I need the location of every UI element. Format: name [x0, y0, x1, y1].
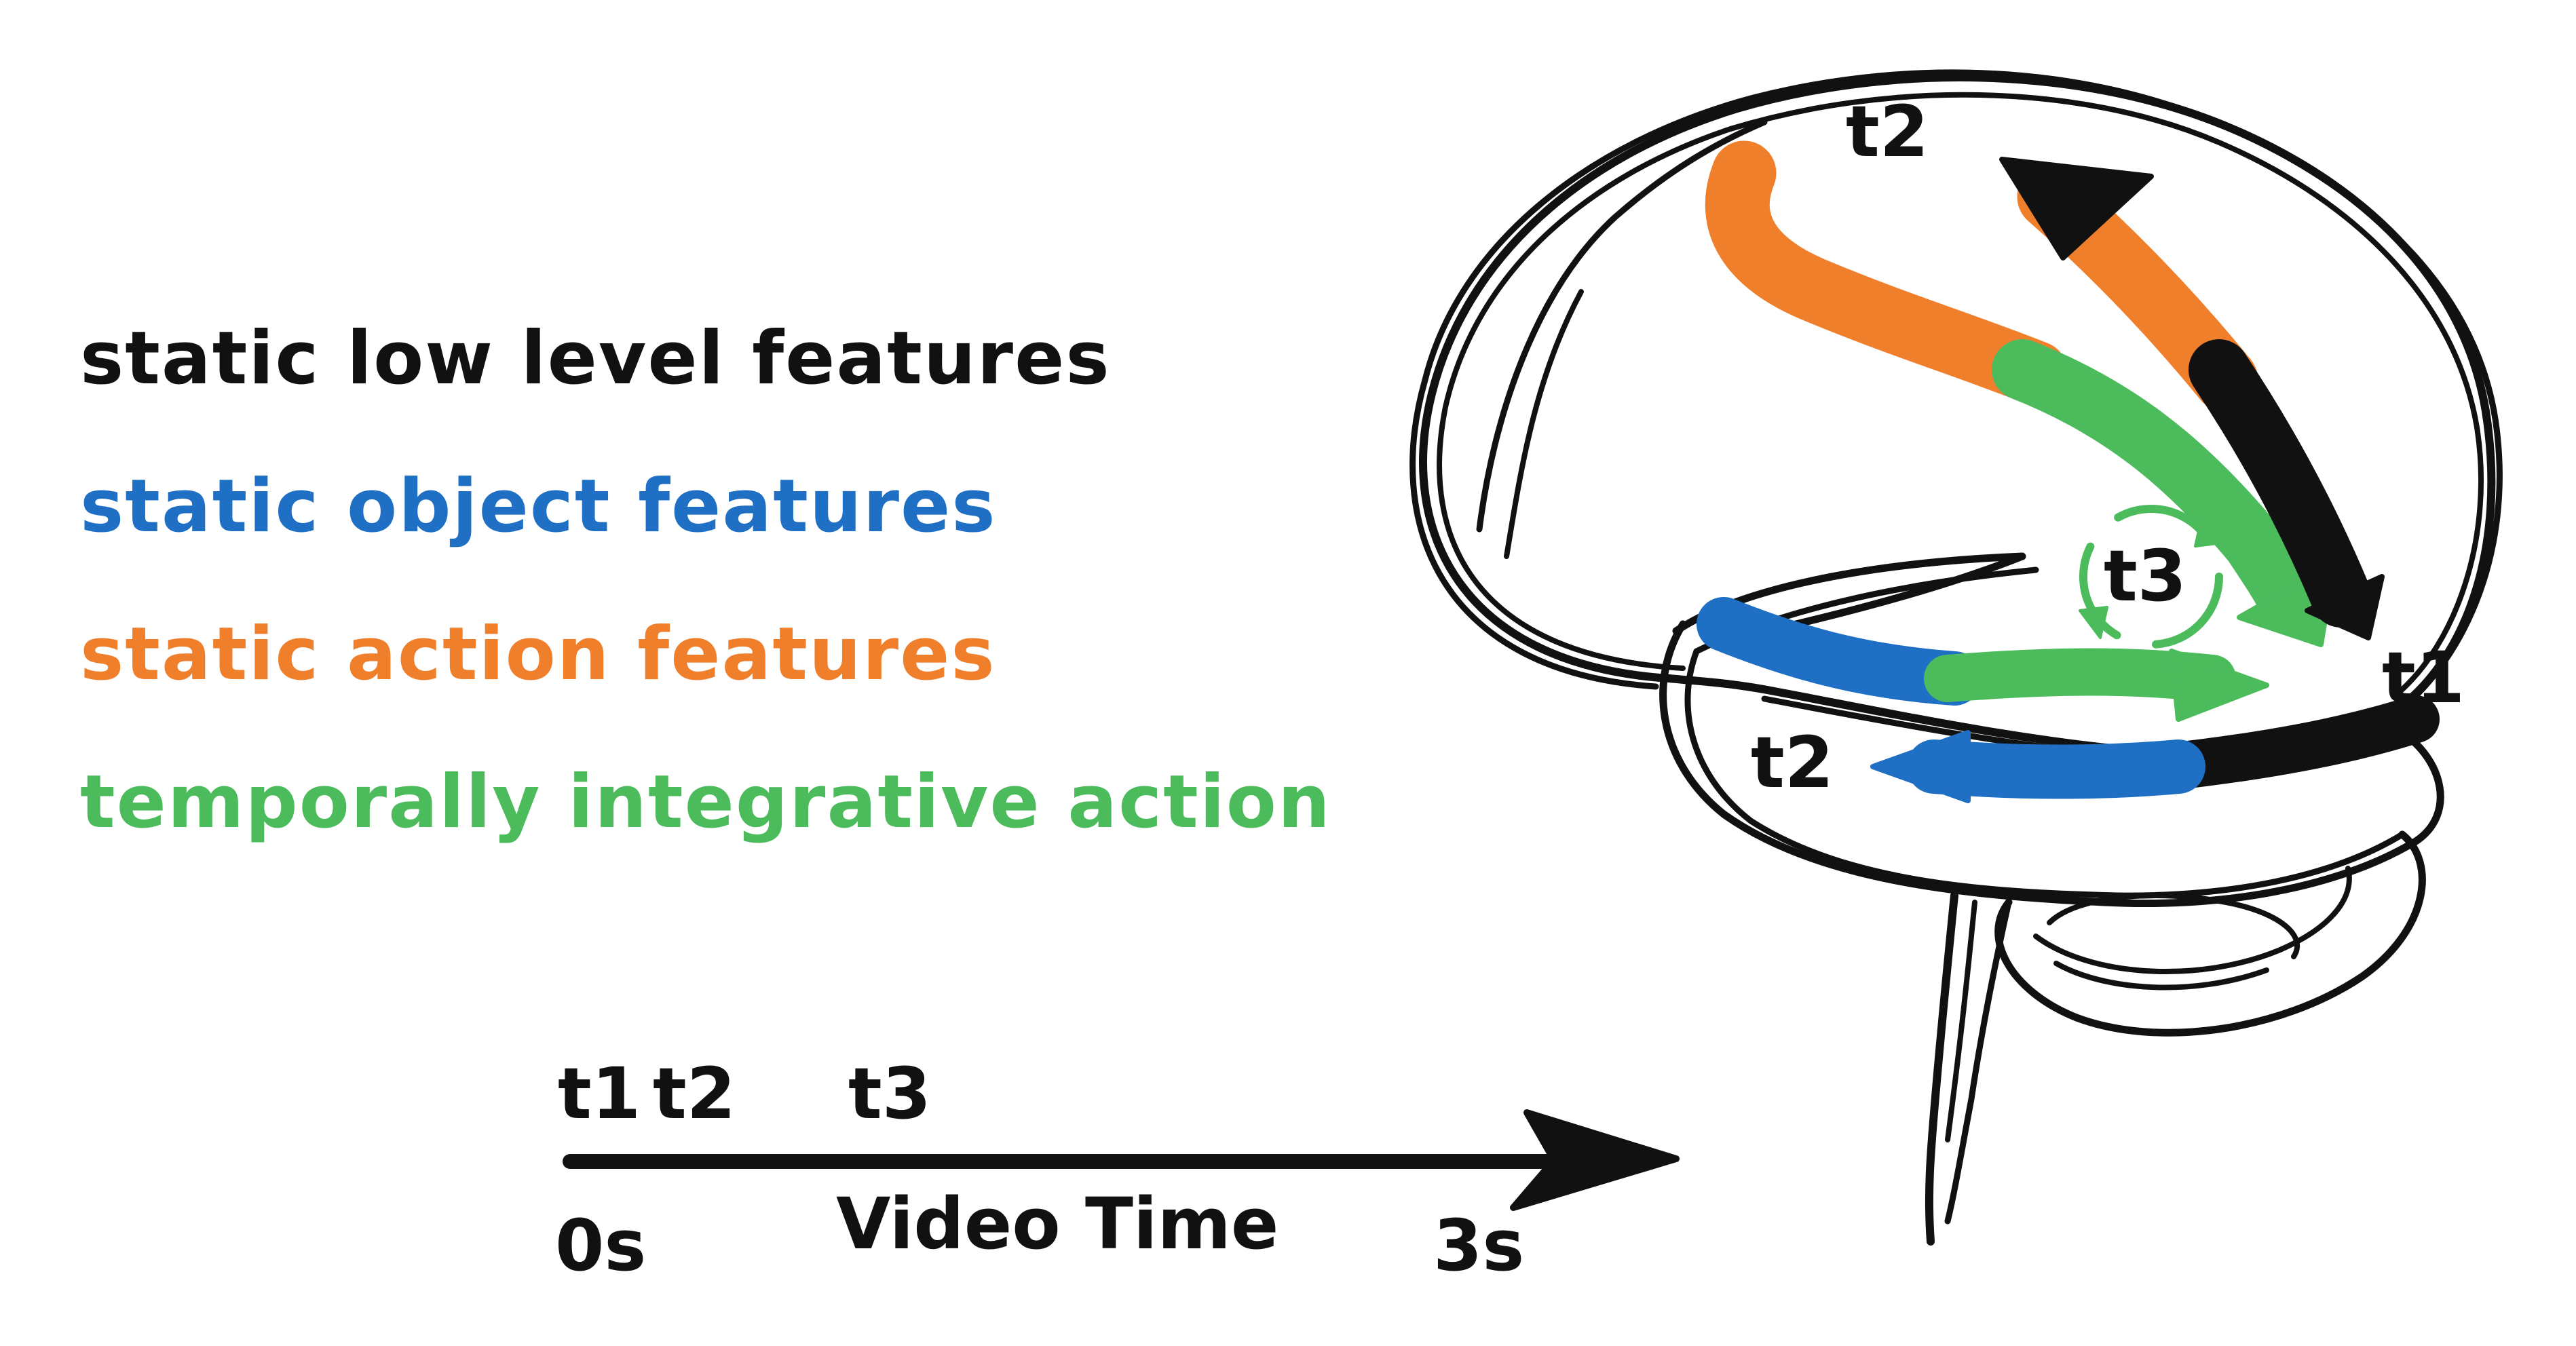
- cerebellum: [1994, 830, 2426, 1037]
- cerebellum-folds-2: [2053, 961, 2269, 991]
- timeline-marker-t3: t3: [848, 1052, 931, 1135]
- pathway-black-lower: [2148, 695, 2440, 790]
- brain-frontal-fold-2: [1504, 289, 1584, 559]
- legend-item-action: static action features: [80, 612, 996, 697]
- pathway-orange-right-arrowhead: [1999, 157, 2154, 261]
- legend-item-object: static object features: [80, 464, 997, 549]
- t3-cycle-circle: [2079, 505, 2223, 649]
- timeline-marker-t2: t2: [653, 1052, 736, 1135]
- cerebellum-folds-1: [2033, 866, 2352, 974]
- brainstem-pass-2: [1944, 899, 2012, 1225]
- pathways: [1697, 140, 2440, 803]
- pathway-blue-lower-arrowhead: [1870, 730, 1971, 803]
- timeline-marker-t1: t1: [558, 1052, 641, 1135]
- t3-cycle-arrowhead-2: [2079, 606, 2108, 639]
- legend-item-low-level: static low level features: [80, 316, 1111, 401]
- pathway-black-right: [2189, 339, 2372, 628]
- timeline-axis-label: Video Time: [836, 1182, 1278, 1265]
- brainstem-pass-3: [1945, 900, 1977, 1142]
- brain-label-t1: t1: [2382, 636, 2465, 719]
- temporal-lobe: [1659, 620, 2444, 908]
- timeline: t1 t2 t3 0s Video Time 3s: [555, 1052, 1680, 1287]
- brain-label-top-t2: t2: [1846, 90, 1929, 173]
- legend-item-temporal: temporally integrative action: [80, 760, 1331, 845]
- t3-cycle-arrowhead-1: [2194, 514, 2224, 547]
- timeline-start-label: 0s: [555, 1204, 646, 1287]
- legend: static low level features static object …: [80, 285, 1331, 877]
- pathway-orange-upper: [1705, 140, 2068, 406]
- brainstem: [1925, 891, 1958, 1246]
- pathway-blue-mid: [1697, 597, 1982, 706]
- brain-sketch: [1409, 69, 2503, 1246]
- pathway-green-mid-arrowhead: [2169, 649, 2269, 722]
- brain-label-t3: t3: [2104, 535, 2186, 617]
- cerebellum-folds-3: [2047, 893, 2300, 959]
- timeline-arrowhead: [1510, 1109, 1680, 1211]
- pathway-green-upper: [1992, 339, 2317, 628]
- temporal-lobe-pass-2: [1684, 648, 2406, 899]
- brain-frontal-fold: [1476, 119, 1768, 533]
- sylvian-fissure: [1672, 552, 2026, 642]
- brain-label-bottom-t2: t2: [1751, 721, 1834, 804]
- pathway-black-right-arrowhead: [2305, 574, 2385, 640]
- brain-outline-pass-3: [1437, 92, 2484, 698]
- timeline-end-label: 3s: [1433, 1204, 1524, 1287]
